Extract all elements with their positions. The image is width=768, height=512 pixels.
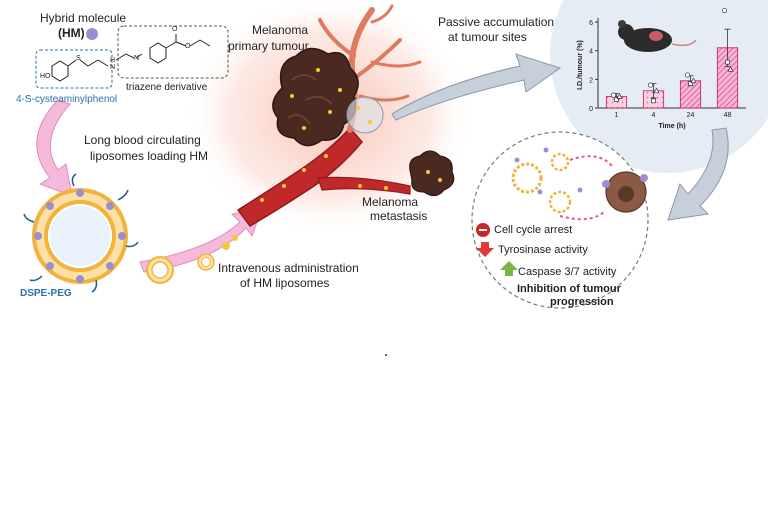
liposome-caption-line2: liposomes loading HM: [90, 149, 209, 163]
primary-tumour-line2: primary tumour: [228, 39, 309, 53]
stray-dot: [385, 354, 387, 356]
effects-circle: [471, 131, 649, 309]
cysteamine-label: 4-S-cysteaminylphenol: [16, 94, 118, 105]
chart-point: [725, 59, 730, 65]
hm-sphere-icon: [86, 28, 98, 40]
blood-vessel: [236, 4, 422, 227]
ho-label: HO: [40, 73, 51, 80]
big-liposome: [23, 173, 139, 293]
primary-tumour-line1: Melanoma: [252, 23, 309, 37]
chart-point: [616, 93, 623, 99]
hm-title-line1: Hybrid molecule: [40, 11, 127, 25]
chart-point: [688, 81, 693, 86]
down-arrow-icon: [476, 242, 494, 257]
chart-point: [684, 72, 691, 78]
nn-label: N: [134, 55, 140, 62]
iv-line1: Intravenous administration: [218, 261, 359, 275]
stop-icon-bar: [479, 229, 487, 231]
chart-ytick-label: 6: [589, 20, 593, 27]
accumulation-line2: at tumour sites: [448, 30, 527, 44]
chart-ytick-label: 0: [589, 106, 593, 113]
chart-point: [653, 87, 660, 94]
tyrosinase-label: Tyrosinase activity: [498, 244, 588, 256]
chart-xlabel: Time (h): [658, 123, 685, 130]
chart-point: [647, 82, 654, 88]
conclusion-line2: progression: [550, 296, 614, 308]
chart-ytick-label: 2: [589, 77, 593, 84]
peg-label: DSPE-PEG: [20, 288, 72, 299]
cell-cycle-label: Cell cycle arrest: [494, 224, 573, 236]
hm-title-line2: (HM): [58, 26, 85, 40]
chart-point: [614, 97, 619, 102]
up-arrow-icon: [500, 261, 518, 276]
h-label: H: [110, 57, 116, 64]
o2-label: O: [185, 43, 191, 50]
mouse-icon: [618, 20, 697, 52]
chart-point: [727, 66, 734, 72]
chart-point: [651, 98, 656, 104]
s-label: S: [76, 55, 81, 62]
caspase-label: Caspase 3/7 activity: [518, 266, 617, 278]
chart-point: [690, 77, 697, 84]
particles: [260, 68, 442, 202]
chart-ytick-label: 4: [589, 49, 593, 56]
chart-xtick-label: 1: [615, 112, 619, 119]
o-label: O: [172, 26, 178, 33]
molecule-structure: [51, 34, 211, 82]
accumulation-line1: Passive accumulation: [438, 15, 555, 29]
metastasis: [409, 150, 455, 197]
metastasis-line1: Melanoma: [362, 195, 419, 209]
chart-xtick-label: 48: [724, 112, 732, 119]
gray-arrow-effects: [667, 127, 729, 221]
effects-illustration: [511, 147, 648, 221]
chart-point: [721, 7, 728, 14]
iv-line2: of HM liposomes: [240, 276, 330, 290]
zoom-circle: [346, 96, 384, 134]
chart-point: [610, 92, 617, 98]
small-liposomes: [146, 235, 238, 284]
chart-ylabel: I.D./tumour (%): [577, 40, 584, 90]
metastasis-line2: metastasis: [370, 209, 428, 223]
chart-xtick-label: 4: [652, 112, 656, 119]
triazene-label: triazene derivative: [126, 82, 208, 93]
gray-arrow-chart: [391, 53, 562, 121]
n-label: N: [110, 64, 116, 71]
triazene-box: [117, 25, 229, 79]
liposome-caption-line1: Long blood circulating: [84, 133, 201, 147]
conclusion-line1: Inhibition of tumour: [517, 283, 621, 295]
chart-xtick-label: 24: [687, 112, 695, 119]
